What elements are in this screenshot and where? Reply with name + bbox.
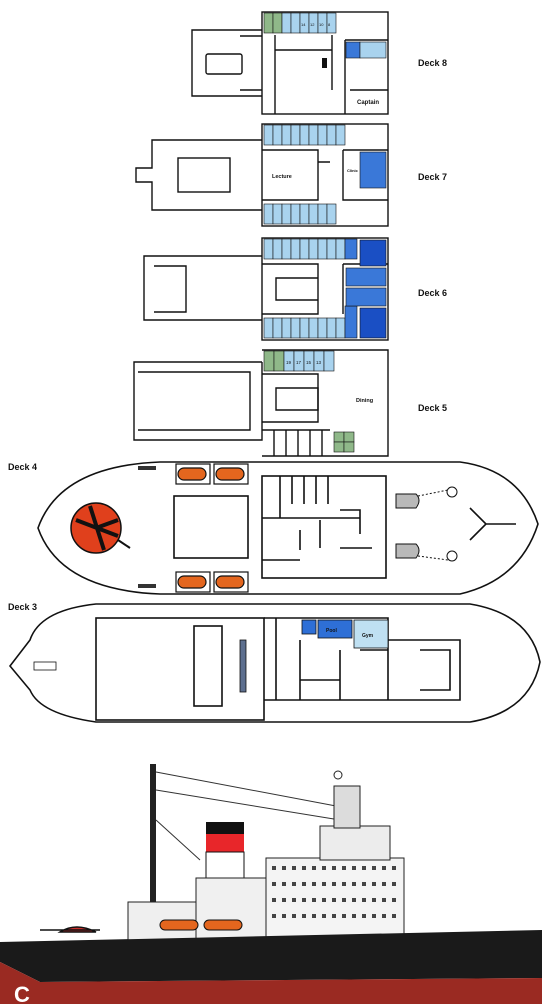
deck-4-lifeboats <box>175 463 249 593</box>
deck-3-rooms <box>33 619 389 693</box>
deck-5-label: Deck 5 <box>418 403 448 413</box>
ship-profile: C <box>0 764 542 1004</box>
room-dining: Dining <box>356 398 373 404</box>
deck-7-cabins <box>263 124 387 225</box>
deck-3-hull-outline <box>8 603 541 723</box>
room-captain: Captain <box>357 100 379 106</box>
deck-8-label: Deck 8 <box>418 58 448 68</box>
deck-6-label: Deck 6 <box>418 288 448 298</box>
room-clinic: Clinic <box>347 168 359 173</box>
deck-7-label: Deck 7 <box>418 172 448 182</box>
cabin-number-5-4: 15 <box>306 360 312 365</box>
cabin-number-8-6: 8 <box>328 22 331 27</box>
cabin-number-8-5: 10 <box>319 22 324 27</box>
room-lecture: Lecture <box>272 174 292 180</box>
cabin-number-5-5: 13 <box>316 360 322 365</box>
ship-logo: C <box>14 982 30 1004</box>
cabin-number-5-3: 17 <box>296 360 302 365</box>
deck-3-label: Deck 3 <box>8 602 38 612</box>
deck-4-label: Deck 4 <box>8 462 38 472</box>
cabin-number-8-3: 14 <box>301 22 306 27</box>
room-gym: Gym <box>362 633 374 639</box>
deck-4-hull-outline <box>37 461 539 595</box>
deck-5-cabins <box>263 350 355 453</box>
cabin-number-8-4: 12 <box>310 22 315 27</box>
cabin-number-5-2: 19 <box>286 360 292 365</box>
helipad-icon <box>70 502 131 554</box>
deck-6-cabins <box>263 238 387 339</box>
deck-4-zodiacs <box>395 486 458 562</box>
room-pool: Pool <box>326 628 337 634</box>
deck-8-cabins <box>263 12 387 59</box>
